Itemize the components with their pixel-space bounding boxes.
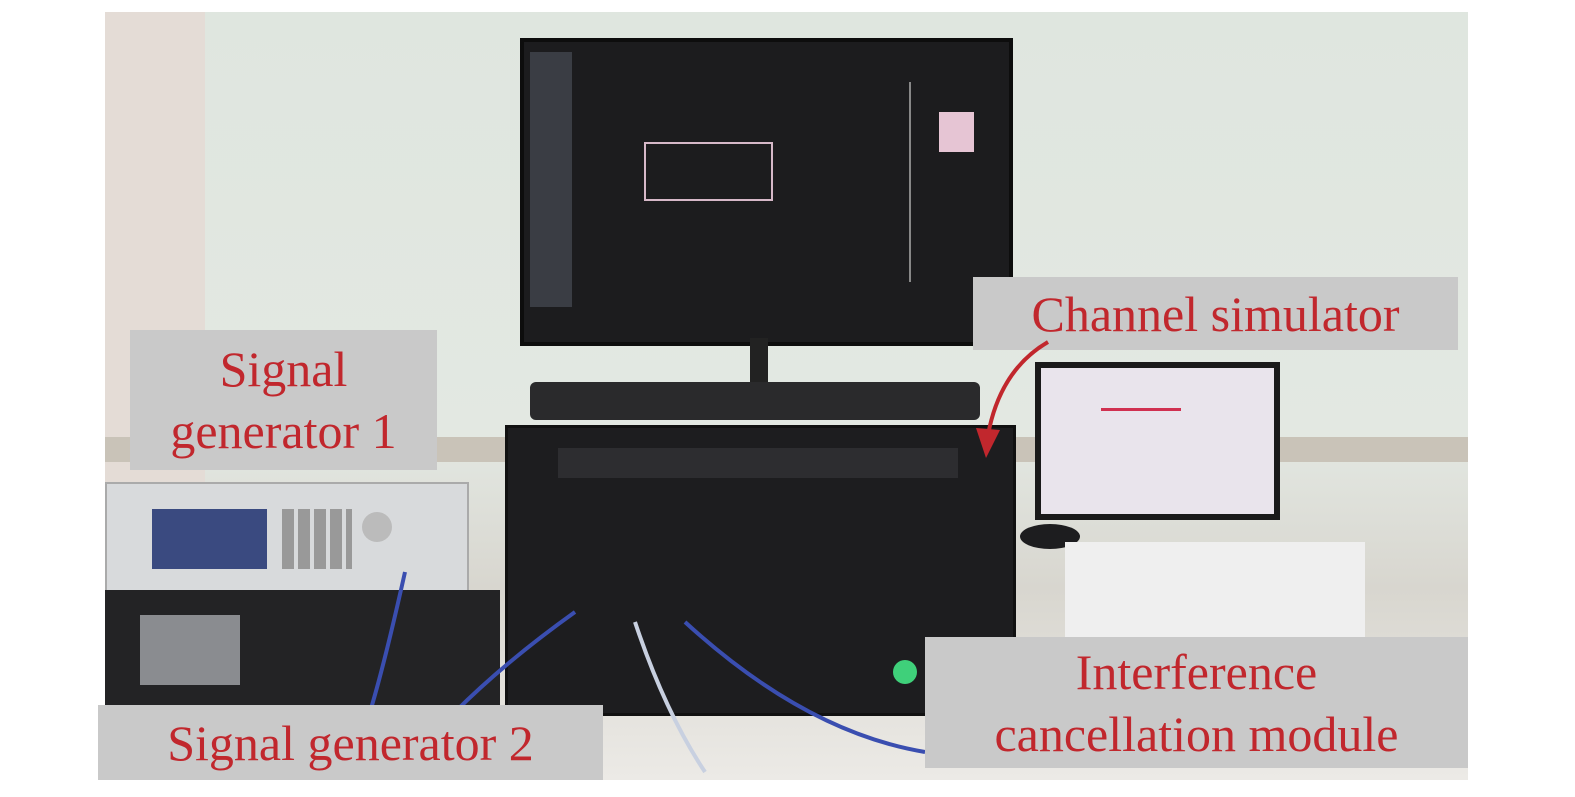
monitor-stand: [750, 338, 768, 388]
label-line: cancellation module: [994, 705, 1399, 762]
monitor-form: [939, 112, 974, 152]
sg1-knob: [362, 512, 392, 542]
monitor-sidebar: [530, 52, 572, 307]
chassis-header: [558, 448, 958, 478]
spectrum-trace: [1101, 408, 1181, 431]
signal-generator-1-device: [105, 482, 469, 594]
label-line: Signal: [219, 341, 348, 397]
keyboard: [530, 382, 980, 420]
monitor-right-panel: [909, 82, 911, 282]
label-signal-generator-1: Signal generator 1: [130, 330, 437, 470]
lab-setup-photo: [105, 12, 1468, 780]
sg1-keypad: [282, 509, 352, 569]
sg2-screen: [140, 615, 240, 685]
signal-generator-2-device: [105, 590, 500, 705]
laptop: [1035, 362, 1280, 520]
label-interference-cancellation-module: Interference cancellation module: [925, 637, 1468, 768]
cables: [368, 571, 926, 774]
label-line: Signal generator 2: [167, 714, 534, 771]
label-line: generator 1: [170, 403, 397, 459]
green-button: [893, 660, 917, 684]
label-line: Interference: [1075, 643, 1318, 700]
monitor: [520, 38, 1013, 346]
white-box: [1065, 542, 1365, 642]
label-signal-generator-2: Signal generator 2: [98, 705, 603, 780]
sg1-screen: [152, 509, 267, 569]
laptop-screen-spectrum: [1041, 368, 1274, 514]
label-channel-simulator: Channel simulator: [973, 277, 1458, 350]
monitor-block-diagram: [644, 142, 773, 201]
label-line: Channel simulator: [1031, 285, 1400, 342]
